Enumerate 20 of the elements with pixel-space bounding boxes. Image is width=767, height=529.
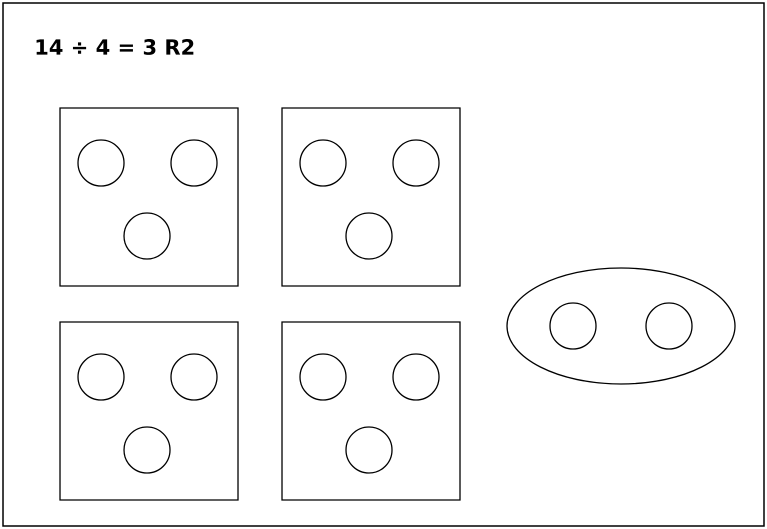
counter-circle [123,426,171,474]
title: 14 ÷ 4 = 3 R2 [36,39,194,55]
remainder-oval [506,267,736,385]
counter-circle [170,353,218,401]
group-square [281,321,461,501]
counter-circle [392,139,440,187]
counter-circle [549,302,597,350]
counter-circle [123,212,171,260]
group-square [59,107,239,287]
counter-circle [77,353,125,401]
counter-circle [299,139,347,187]
group-square [59,321,239,501]
counter-circle [170,139,218,187]
counter-circle [392,353,440,401]
counter-circle [345,426,393,474]
counter-circle [645,302,693,350]
counter-circle [77,139,125,187]
counter-circle [345,212,393,260]
group-square [281,107,461,287]
counter-circle [299,353,347,401]
